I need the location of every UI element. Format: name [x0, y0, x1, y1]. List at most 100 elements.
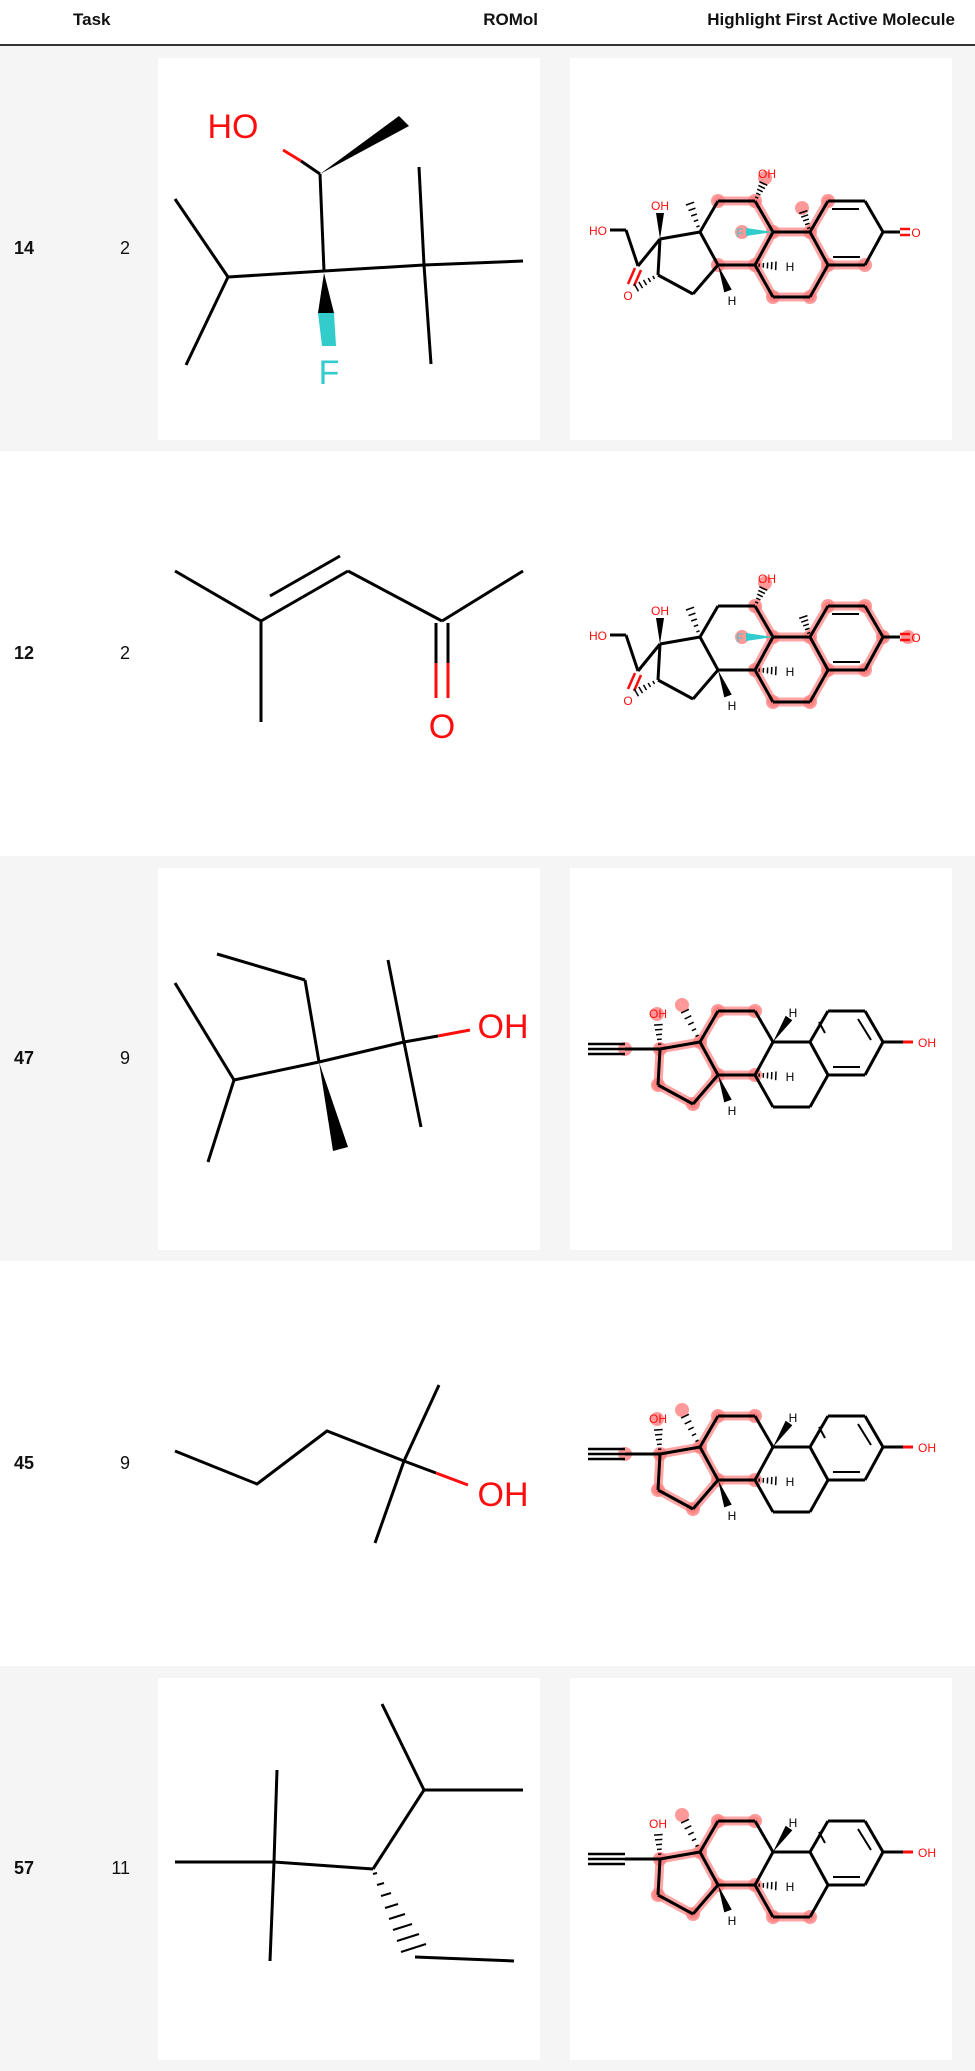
bond: [865, 606, 883, 637]
row-index: 45: [14, 1261, 34, 1666]
bond: [700, 1852, 718, 1885]
bond: [755, 232, 773, 265]
bond: [700, 201, 718, 232]
bond: [755, 1852, 773, 1885]
atom-label-h: H: [789, 1006, 798, 1020]
bond: [755, 1042, 773, 1075]
hashed-bond: [799, 616, 807, 619]
bond: [658, 1895, 693, 1914]
atom-label-ho: HO: [208, 108, 259, 146]
hashed-bond: [654, 1025, 663, 1026]
bond: [658, 644, 660, 680]
atom-label-h: H: [728, 1509, 737, 1523]
hashed-bond: [655, 1029, 662, 1030]
atom-label-oh: OH: [758, 167, 776, 181]
double-bond: [628, 268, 635, 284]
row-index: 47: [14, 856, 34, 1261]
atom-label-h: H: [786, 665, 795, 679]
bond: [755, 265, 773, 297]
hashed-bond: [757, 594, 762, 597]
hashed-bond: [653, 276, 655, 279]
hashed-bond: [803, 624, 809, 626]
atom-label-oh: OH: [649, 1817, 667, 1831]
atom-label-h: H: [728, 1914, 737, 1928]
bond: [810, 670, 828, 702]
bond: [810, 1075, 828, 1107]
hashed-bond: [807, 227, 810, 228]
hashed-bond: [803, 219, 809, 221]
atom-label-oh: OH: [478, 1476, 529, 1514]
hashed-bond: [692, 1434, 696, 1436]
hashed-bond: [685, 1016, 692, 1019]
atom-label-h: H: [728, 699, 737, 713]
bond: [865, 637, 883, 670]
hashed-bond: [655, 1839, 662, 1840]
hashed-bond: [644, 685, 647, 690]
bond: [658, 1085, 693, 1104]
atom-label-oh: OH: [478, 1008, 529, 1046]
atom-label-o: O: [623, 694, 632, 708]
atom-label-oh: OH: [651, 604, 669, 618]
bond: [700, 232, 718, 265]
atom-label-ho: HO: [589, 629, 607, 643]
bond: [865, 1852, 883, 1885]
bond: [810, 1480, 828, 1512]
task-value: 2: [120, 451, 130, 856]
double-bond: [628, 673, 635, 689]
bond: [755, 1821, 773, 1852]
bond: [693, 1480, 718, 1509]
hashed-bond: [688, 1427, 693, 1430]
hashed-bond: [688, 1022, 693, 1025]
atom-label-h: H: [728, 294, 737, 308]
atom-label-oh: OH: [918, 1846, 936, 1860]
row-index: 14: [14, 46, 34, 451]
bond: [700, 637, 718, 670]
bond: [810, 201, 828, 232]
hashed-bond: [807, 632, 810, 633]
header-task: Task: [73, 10, 111, 30]
bond: [658, 1490, 693, 1509]
hashed-bond: [655, 1434, 662, 1435]
atom-label-h: H: [789, 1411, 798, 1425]
atom-label-o: O: [911, 226, 920, 240]
bond: [865, 1042, 883, 1075]
bond: [693, 1075, 718, 1104]
bond: [658, 1859, 660, 1895]
wedge-bond: [718, 670, 732, 697]
hashed-bond: [644, 280, 647, 285]
task-value: 9: [120, 856, 130, 1261]
bond: [810, 637, 828, 670]
hashed-bond: [686, 607, 694, 610]
bond: [700, 606, 718, 637]
wedge-bond: [656, 213, 664, 239]
bond: [810, 232, 828, 265]
bond: [638, 239, 660, 266]
atom-label-h: H: [786, 1475, 795, 1489]
hashed-bond: [758, 185, 765, 188]
atom-label-oh: OH: [651, 199, 669, 213]
atom-label-oh: OH: [649, 1007, 667, 1021]
hashed-bond: [694, 220, 698, 222]
bond: [810, 1416, 828, 1447]
task-value: 2: [120, 46, 130, 451]
hashed-bond: [805, 223, 809, 224]
atom-label-ho: HO: [589, 224, 607, 238]
bond: [700, 1011, 718, 1042]
table-header: Task ROMol Highlight First Active Molecu…: [0, 0, 975, 46]
hashed-bond: [634, 284, 638, 292]
header-highlight: Highlight First Active Molecule: [707, 10, 955, 30]
bond: [755, 1885, 773, 1917]
romol-structure-image: [158, 1678, 540, 2060]
bond: [865, 1447, 883, 1480]
aromatic-bond: [858, 1019, 871, 1040]
hashed-bond: [757, 189, 762, 192]
bond: [810, 1885, 828, 1917]
